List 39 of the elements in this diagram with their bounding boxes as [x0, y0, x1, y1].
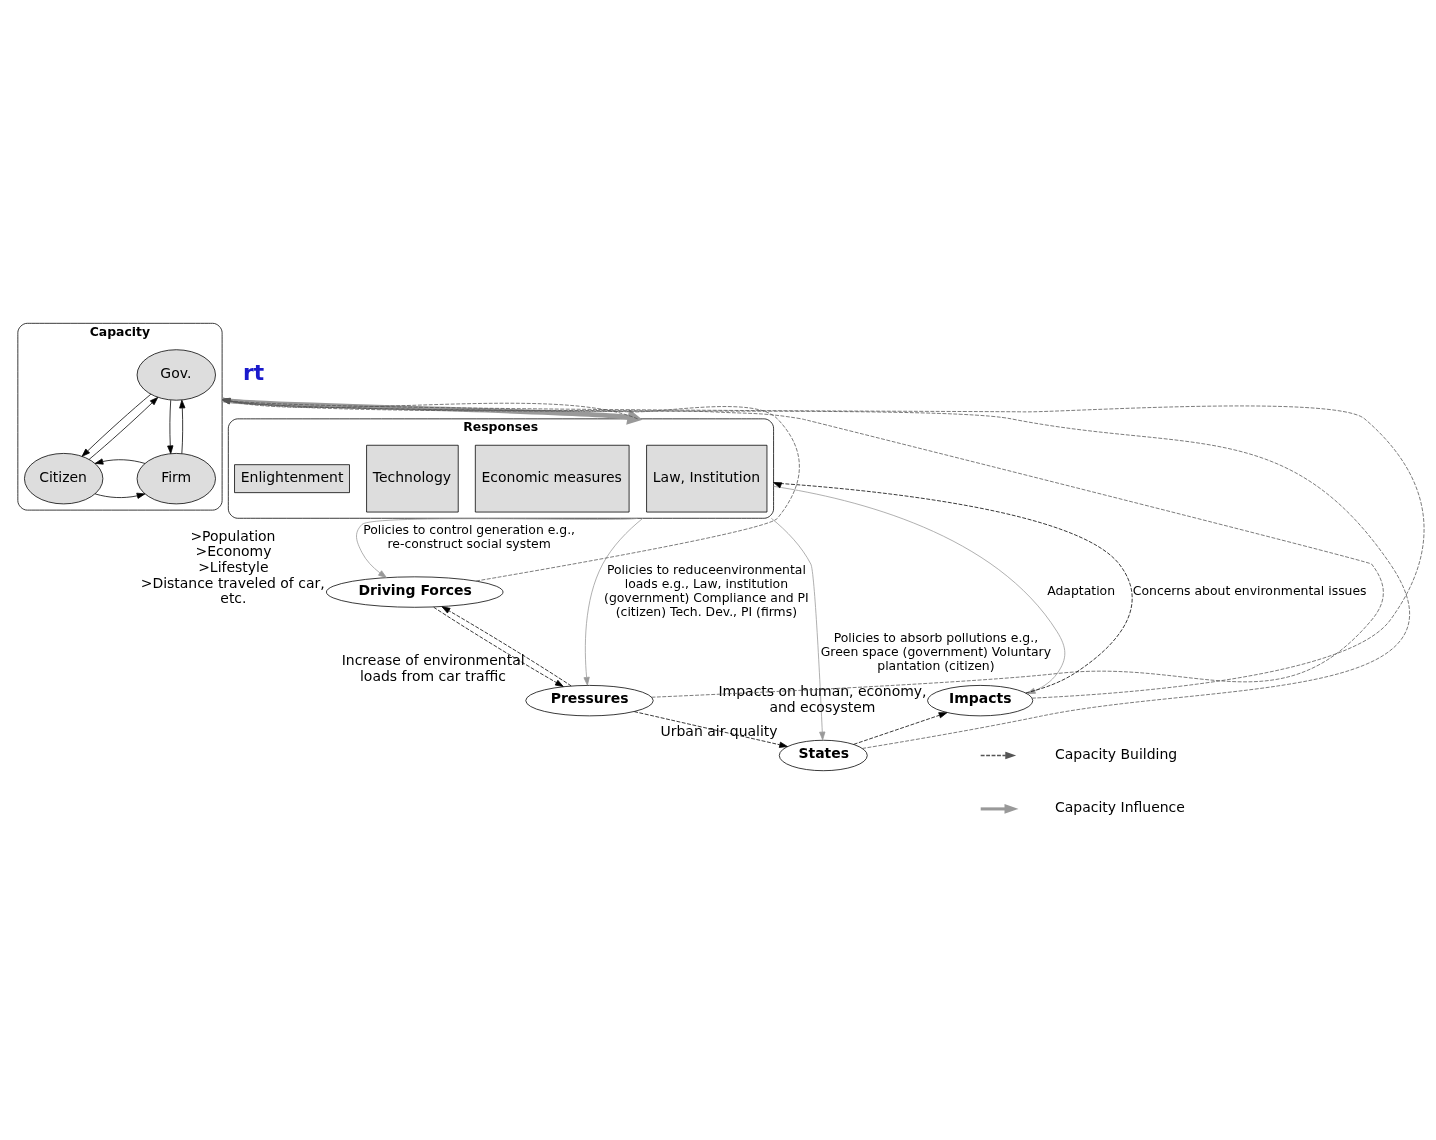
node-box: Enlightenment: [234, 464, 350, 494]
label: rt: [243, 359, 265, 385]
arrow: [583, 517, 644, 686]
arrow: [221, 398, 1410, 749]
node-label: >Lifestyle: [198, 559, 269, 576]
arrow: [773, 482, 1133, 694]
node-ellipse: Pressures: [525, 685, 654, 717]
edge-label: Policies to absorb pollutions e.g., Green space (government) Voluntary plantation (citizen): [820, 629, 1052, 673]
edge-label: Policies to control generation e.g., re-construct social system: [363, 522, 576, 552]
arrow: [88, 397, 159, 460]
arrow: [773, 485, 1066, 694]
arrow: [633, 711, 788, 748]
edge-label: Adaptation: [1047, 583, 1116, 599]
arrow: [356, 517, 639, 578]
arrow: [221, 398, 639, 420]
legend-label: Capacity Influence: [1055, 799, 1185, 816]
node-label: Urban air quality: [660, 722, 778, 739]
arrow: [81, 393, 152, 457]
node-label: Increase of environmental loads from car traffic: [341, 652, 525, 684]
node-label: Impacts on human, economy, and ecosystem: [718, 683, 927, 715]
arrow: [221, 398, 800, 582]
legend-label: Capacity Building: [1055, 745, 1178, 762]
arrow: [853, 712, 948, 745]
node-box: Technology: [366, 444, 459, 513]
arrow: [179, 399, 186, 454]
arrow: [167, 399, 174, 454]
node-box: Law, Institution: [646, 444, 768, 513]
node-ellipse: Gov.: [136, 349, 216, 401]
arrow: [94, 492, 146, 499]
arrow: [94, 458, 146, 465]
node-label: >Economy: [195, 543, 272, 560]
edge-label: Concerns about environmental issues: [1132, 583, 1367, 599]
arrow: [770, 517, 826, 741]
node-label: >Population: [190, 527, 276, 544]
node-label: >Distance traveled of car, etc.: [140, 574, 325, 607]
arrow: [221, 397, 643, 425]
edge-label: Policies to reduceenvironmental loads e.g., Law, institution (government) Compliance and PI (citizen) Tech. Dev., PI (firms): [604, 562, 809, 619]
node-box: Economic measures: [474, 444, 630, 513]
node-ellipse: Driving Forces: [326, 576, 504, 608]
